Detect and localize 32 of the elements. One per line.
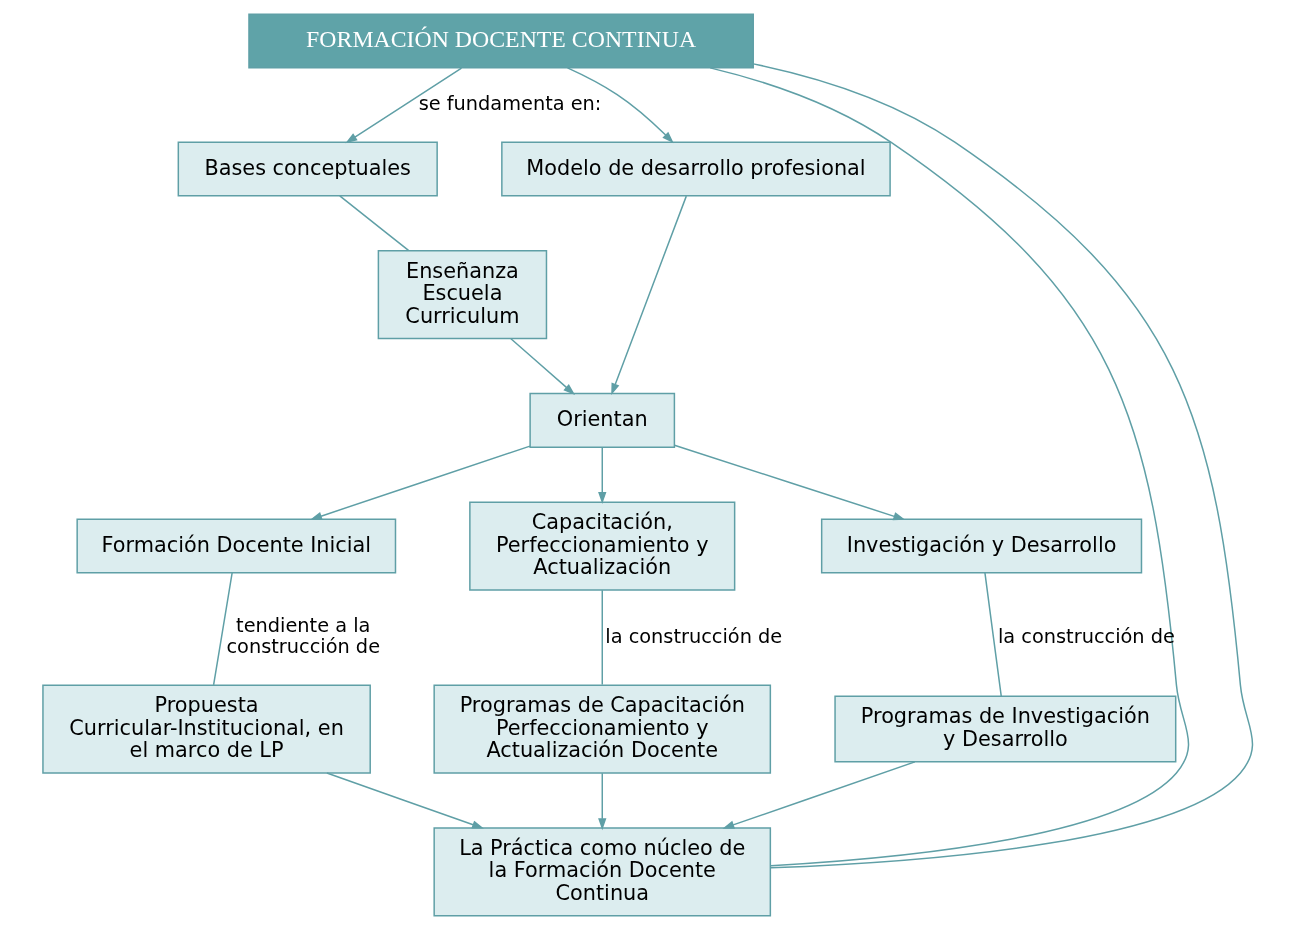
node-box: Investigación y Desarrollo [820, 518, 1143, 574]
edge-label: la construcción de [997, 624, 1175, 648]
arrow [310, 445, 531, 520]
arrow [326, 772, 484, 829]
node-box: Programas de Investigación y Desarrollo [834, 695, 1177, 763]
node-box: Capacitación, Perfeccionamiento y Actualización [469, 501, 736, 591]
arrow [598, 772, 607, 831]
node-box: FORMACIÓN DOCENTE CONTINUA [248, 13, 754, 69]
connector [984, 572, 1002, 697]
node-box: Bases conceptuales [177, 141, 438, 197]
connector [709, 67, 1190, 867]
node-box: Propuesta Curricular-Institucional, en el marco de LP [42, 684, 371, 774]
edge-label: se fundamenta en: [418, 92, 602, 116]
node-box: Modelo de desarrollo profesional [501, 141, 891, 197]
connector [752, 63, 1254, 869]
node-box: Formación Docente Inicial [76, 518, 397, 574]
edge-label: la construcción de [605, 624, 783, 648]
connector [601, 589, 603, 686]
arrow [722, 761, 916, 829]
node-box: Programas de Capacitación Perfeccionamiento y Actualización Docente [433, 684, 772, 774]
arrow [345, 67, 463, 144]
node-box: Orientan [529, 392, 676, 448]
edge-label: tendiente a la construcción de [226, 614, 381, 659]
arrow [566, 67, 674, 144]
connector [212, 572, 233, 686]
arrow [611, 195, 688, 396]
arrow [510, 338, 576, 396]
node-box: Enseñanza Escuela Curriculum [377, 250, 548, 340]
arrow [673, 444, 906, 521]
node-box: La Práctica como núcleo de la Formación Docente Continua [433, 827, 772, 917]
arrow [598, 446, 607, 505]
connector [339, 195, 410, 252]
